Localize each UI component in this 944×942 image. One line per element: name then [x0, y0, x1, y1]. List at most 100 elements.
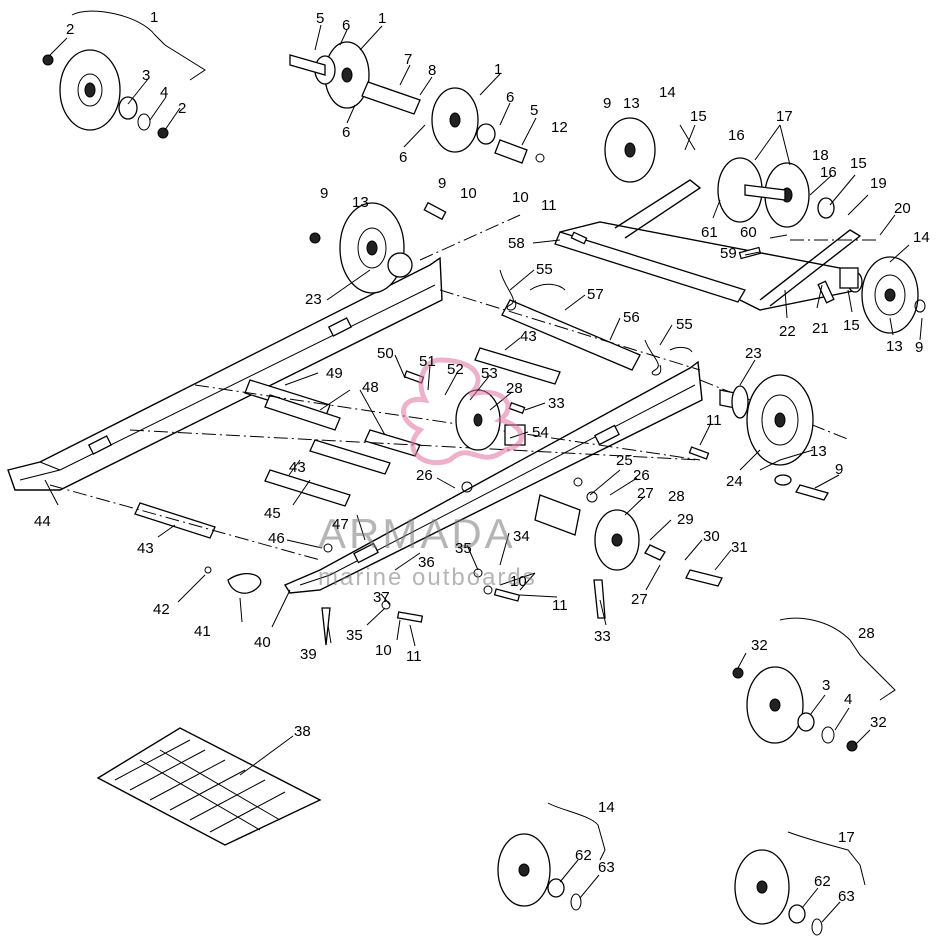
callout: 35 — [455, 540, 472, 557]
callout: 6 — [399, 149, 407, 166]
torsion-springs — [499, 269, 693, 376]
callout: 50 — [377, 345, 394, 362]
callout: 36 — [418, 554, 435, 571]
callout: 1 — [378, 10, 386, 27]
assembly-center-lines — [49, 214, 880, 561]
callout: 41 — [194, 623, 211, 640]
wheel-assy-14-detail — [497, 833, 582, 911]
callout: 28 — [506, 380, 523, 397]
callout: 45 — [264, 505, 281, 522]
callout: 26 — [416, 467, 433, 484]
callout: 15 — [850, 155, 867, 172]
callout: 33 — [594, 628, 611, 645]
callout: 14 — [659, 84, 676, 101]
callout: 48 — [362, 379, 379, 396]
callout: 39 — [300, 646, 317, 663]
callout: 11 — [552, 597, 568, 614]
callout: 15 — [690, 108, 707, 125]
callout: 63 — [838, 888, 855, 905]
callout: 33 — [548, 395, 565, 412]
callout: 55 — [676, 316, 693, 333]
left-rail — [7, 256, 443, 491]
idler-wheel-right-mid — [719, 374, 829, 501]
callout: 17 — [776, 108, 793, 125]
callout: 42 — [153, 601, 170, 618]
callout: 58 — [508, 235, 525, 252]
callout: 2 — [178, 100, 186, 117]
watermark: ARMADA marine outboards — [318, 357, 535, 591]
callout: 62 — [575, 847, 592, 864]
callout: 54 — [532, 424, 549, 441]
callout: 28 — [668, 488, 685, 505]
callout: 40 — [254, 634, 271, 651]
callout: 2 — [66, 21, 74, 38]
callout: 43 — [520, 328, 537, 345]
callout: 7 — [404, 51, 412, 68]
callout: 18 — [812, 147, 829, 164]
callout: 61 — [701, 224, 718, 241]
idler-wheel-top-left — [42, 49, 169, 139]
callout: 25 — [616, 452, 633, 469]
callout: 13 — [352, 194, 369, 211]
callout: 38 — [294, 723, 311, 740]
callout: 44 — [34, 513, 51, 530]
callout: 5 — [530, 102, 538, 119]
callout: 12 — [551, 119, 568, 136]
callout: 16 — [820, 164, 837, 181]
callout: 27 — [631, 591, 648, 608]
idler-wheel-upper-2 — [604, 117, 835, 228]
callout: 14 — [598, 799, 615, 816]
callout: 56 — [623, 309, 640, 326]
callout: 3 — [822, 677, 830, 694]
hardware — [204, 201, 859, 646]
callout: 26 — [633, 467, 650, 484]
callout: 9 — [438, 175, 446, 192]
wheel-assy-17-detail — [734, 849, 823, 936]
callout: 28 — [858, 625, 875, 642]
callout: 10 — [510, 573, 527, 590]
callout: 6 — [506, 89, 514, 106]
callout: 29 — [677, 511, 694, 528]
callout: 3 — [142, 67, 150, 84]
callout: 9 — [915, 339, 923, 356]
callout: 13 — [810, 443, 827, 460]
callout: 43 — [289, 459, 306, 476]
small-wheel-center — [455, 389, 526, 451]
callout: 8 — [428, 62, 436, 79]
callout: 49 — [326, 365, 343, 382]
watermark-brand: ARMADA — [318, 510, 516, 557]
callout: 9 — [320, 185, 328, 202]
callout: 34 — [513, 528, 530, 545]
callout: 63 — [598, 859, 615, 876]
callout: 10 — [460, 185, 477, 202]
callout: 16 — [728, 127, 745, 144]
callout: 9 — [603, 95, 611, 112]
callout: 37 — [373, 589, 390, 606]
callout: 13 — [623, 95, 640, 112]
callout: 10 — [375, 642, 392, 659]
callout: 9 — [835, 461, 843, 478]
callout: 24 — [726, 473, 743, 490]
callout: 15 — [843, 317, 860, 334]
callout: 62 — [814, 873, 831, 890]
callout: 20 — [894, 200, 911, 217]
callout: 11 — [706, 412, 722, 429]
cross-shafts — [134, 231, 746, 539]
callout: 13 — [886, 338, 903, 355]
idler-wheel-upper-1 — [289, 41, 545, 164]
callout: 32 — [870, 714, 887, 731]
callout: 59 — [720, 245, 737, 262]
callout: 10 — [512, 189, 529, 206]
callout: 51 — [419, 353, 436, 370]
callout: 35 — [346, 627, 363, 644]
callout: 47 — [332, 516, 349, 533]
wheel-lower-center — [534, 494, 723, 619]
callout: 14 — [913, 229, 930, 246]
callout: 52 — [447, 361, 464, 378]
callout-labels: 1 2 3 4 2 5 6 1 7 8 6 6 1 6 5 12 10 11 9… — [34, 9, 930, 905]
callout: 6 — [342, 124, 350, 141]
callout: 27 — [637, 485, 654, 502]
callout: 32 — [751, 637, 768, 654]
callout: 53 — [481, 365, 498, 382]
